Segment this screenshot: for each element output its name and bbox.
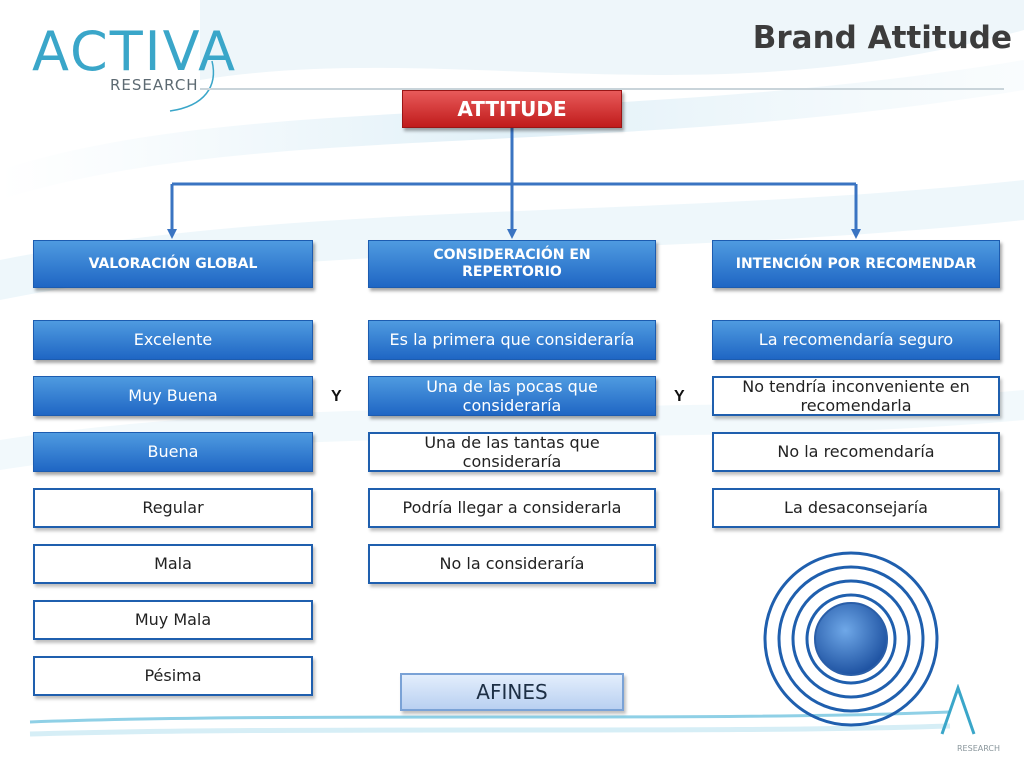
recomendar-item-desaconsejaria: La desaconsejaría: [712, 488, 1000, 528]
consideracion-item-tantas: Una de las tantas que consideraría: [368, 432, 656, 472]
header-label: CONSIDERACIÓN EN REPERTORIO: [433, 247, 591, 280]
item-label: Podría llegar a considerarla: [402, 498, 622, 518]
item-label: La recomendaría seguro: [758, 330, 954, 350]
logo-subtitle: RESEARCH: [110, 76, 199, 94]
attitude-root-label: ATTITUDE: [457, 97, 567, 121]
consideracion-item-no: No la consideraría: [368, 544, 656, 584]
valoracion-item-muy-buena: Muy Buena: [33, 376, 313, 416]
attitude-root-box: ATTITUDE: [402, 90, 622, 128]
item-label: No tendría inconveniente en recomendarla: [742, 376, 970, 415]
recomendar-item-no-recomendaria: No la recomendaría: [712, 432, 1000, 472]
header-label: INTENCIÓN POR RECOMENDAR: [735, 255, 977, 272]
and-label-left: Y: [331, 388, 342, 405]
valoracion-item-excelente: Excelente: [33, 320, 313, 360]
item-label: Regular: [142, 498, 204, 518]
consideracion-item-pocas: Una de las pocas que consideraría: [368, 376, 656, 416]
item-label: No la recomendaría: [777, 442, 935, 462]
item-label: Muy Buena: [128, 386, 218, 406]
valoracion-item-mala: Mala: [33, 544, 313, 584]
valoracion-item-pesima: Pésima: [33, 656, 313, 696]
title-divider: [200, 88, 1004, 90]
item-label: Una de las tantas que consideraría: [424, 432, 600, 471]
item-label: Es la primera que consideraría: [389, 330, 635, 350]
valoracion-item-regular: Regular: [33, 488, 313, 528]
afines-result-box: AFINES: [400, 673, 624, 711]
footer-logo-subtitle: RESEARCH: [957, 744, 1000, 753]
item-label: Mala: [154, 554, 192, 574]
item-label: Muy Mala: [134, 610, 212, 630]
header-intencion-recomendar: INTENCIÓN POR RECOMENDAR: [712, 240, 1000, 288]
target-icon: [763, 551, 939, 727]
logo-wordmark: ACTIVA: [32, 20, 238, 83]
and-label-right: Y: [674, 388, 685, 405]
logo-swoosh-icon: [169, 60, 215, 112]
activa-research-logo: ACTIVA RESEARCH: [30, 14, 235, 114]
valoracion-item-buena: Buena: [33, 432, 313, 472]
recomendar-item-no-inconveniente: No tendría inconveniente en recomendarla: [712, 376, 1000, 416]
header-label: VALORACIÓN GLOBAL: [88, 255, 258, 272]
consideracion-item-primera: Es la primera que consideraría: [368, 320, 656, 360]
item-label: Pésima: [144, 666, 202, 686]
item-label: Excelente: [133, 330, 213, 350]
item-label: No la consideraría: [439, 554, 585, 574]
page-title: Brand Attitude: [752, 20, 1012, 56]
item-label: La desaconsejaría: [784, 498, 928, 518]
consideracion-item-podria: Podría llegar a considerarla: [368, 488, 656, 528]
afines-label: AFINES: [476, 680, 548, 704]
footer-logo-icon: [940, 684, 976, 735]
recomendar-item-seguro: La recomendaría seguro: [712, 320, 1000, 360]
valoracion-item-muy-mala: Muy Mala: [33, 600, 313, 640]
header-consideracion-repertorio: CONSIDERACIÓN EN REPERTORIO: [368, 240, 656, 288]
header-valoracion-global: VALORACIÓN GLOBAL: [33, 240, 313, 288]
item-label: Una de las pocas que consideraría: [426, 376, 598, 415]
item-label: Buena: [147, 442, 199, 462]
